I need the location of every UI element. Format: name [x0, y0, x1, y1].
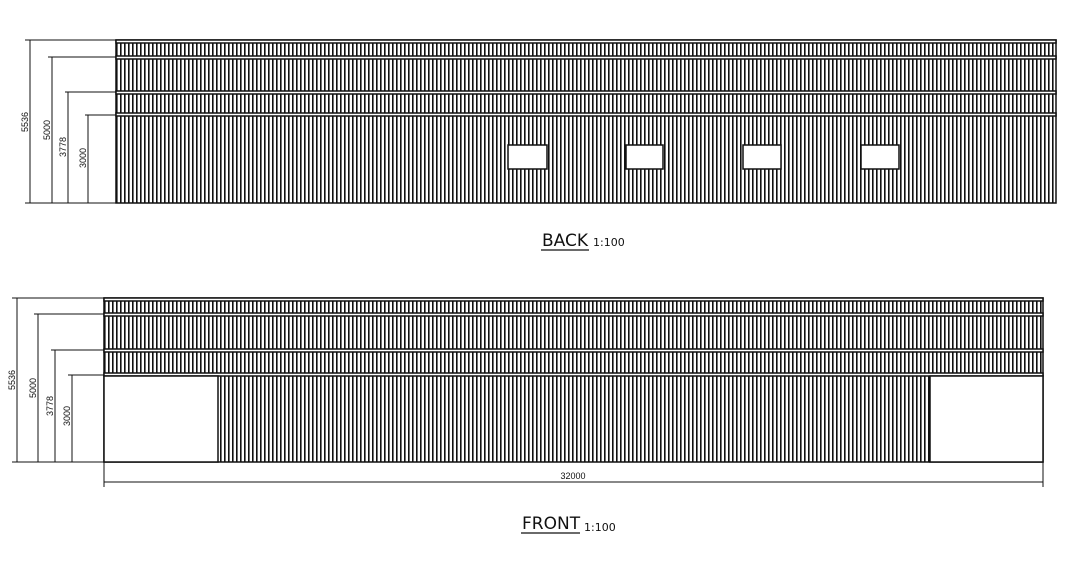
back-band-line — [115, 90, 1057, 95]
back-height-dimensions — [25, 39, 116, 204]
back-band-line — [115, 39, 1057, 44]
window — [625, 144, 664, 170]
front-title: FRONT — [522, 514, 581, 534]
back-dim-5536: 5536 — [20, 112, 30, 132]
front-dim-5000: 5000 — [28, 378, 38, 398]
back-dim-3778: 3778 — [58, 137, 68, 157]
front-scale: 1:100 — [584, 521, 616, 534]
back-windows — [507, 144, 900, 170]
window — [742, 144, 782, 170]
front-band-line — [103, 297, 1044, 302]
window — [860, 144, 900, 170]
back-band-line — [115, 112, 1057, 117]
front-band-line — [103, 312, 1044, 317]
front-height-dimensions — [12, 297, 104, 463]
front-band-line — [103, 348, 1044, 353]
back-band-line — [115, 55, 1057, 60]
back-dim-5000: 5000 — [42, 120, 52, 140]
front-dim-3000: 3000 — [62, 406, 72, 426]
back-scale: 1:100 — [593, 236, 625, 249]
front-wall-cladding — [103, 297, 1044, 463]
front-band-line — [103, 372, 1044, 377]
front-opening-left — [103, 375, 219, 463]
front-elevation: 5536 5000 3778 3000 32000 FRONT 1:100 — [7, 297, 1044, 534]
back-dim-3000: 3000 — [78, 148, 88, 168]
back-wall-cladding — [115, 39, 1057, 204]
window — [507, 144, 548, 170]
front-dim-3778: 3778 — [45, 396, 55, 416]
front-dim-32000: 32000 — [560, 471, 585, 481]
back-title: BACK — [542, 231, 589, 251]
front-opening-right — [929, 375, 1044, 463]
front-width-dimension — [103, 462, 1044, 487]
back-elevation: 5536 5000 3778 3000 BACK 1:100 — [20, 39, 1057, 251]
front-dim-5536: 5536 — [7, 370, 17, 390]
